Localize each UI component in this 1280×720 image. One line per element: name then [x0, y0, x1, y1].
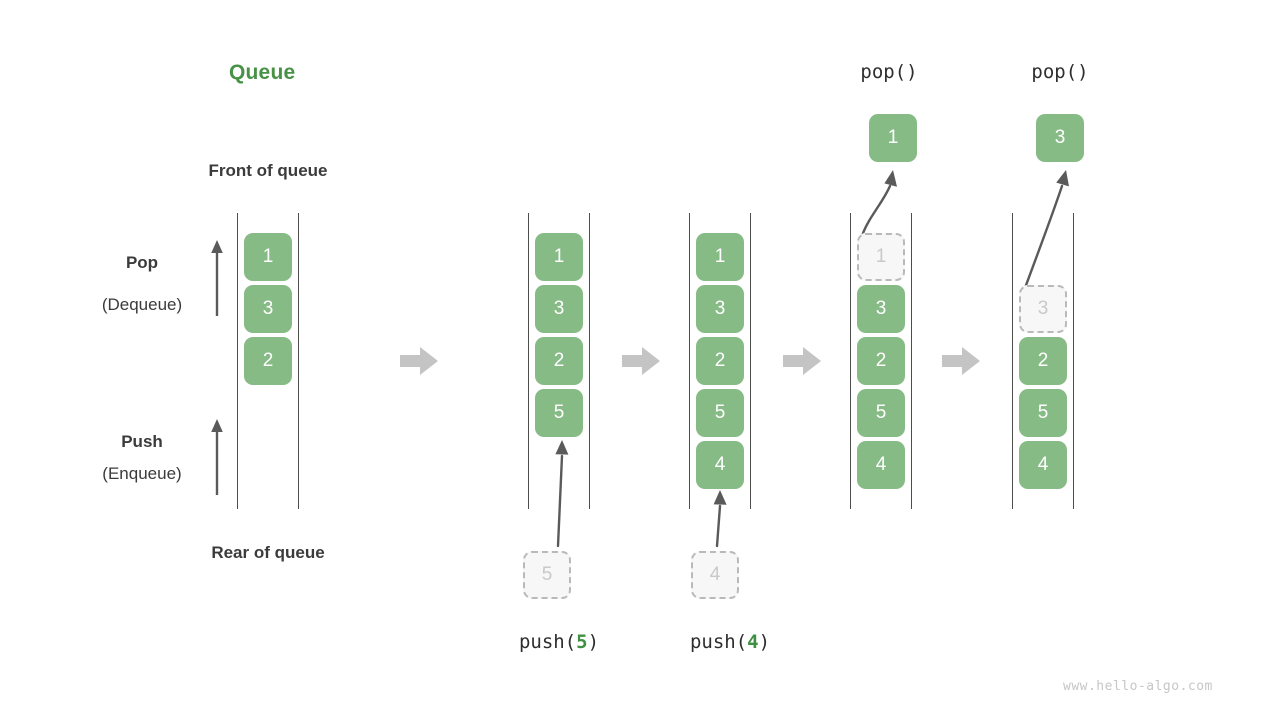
- queue-cell: 3: [857, 285, 905, 333]
- push-label: Push: [121, 432, 163, 451]
- pop-direction-arrow-icon: [211, 240, 223, 316]
- queue-cell: 5: [696, 389, 744, 437]
- queue-cell: 3: [696, 285, 744, 333]
- step-op-label-pop-1: pop(): [860, 61, 918, 83]
- incoming-ghost-cell: 5: [523, 551, 571, 599]
- queue-cell: 3: [244, 285, 292, 333]
- queue-cell: 2: [696, 337, 744, 385]
- queue-cell: 5: [1019, 389, 1067, 437]
- pop-exit-arrow-icon: [860, 170, 897, 238]
- popped-cell: 1: [869, 114, 917, 162]
- queue-rail-right-2: [589, 213, 590, 509]
- queue-cell: 2: [1019, 337, 1067, 385]
- queue-cell: 3: [535, 285, 583, 333]
- queue-rail-left-5: [1012, 213, 1013, 509]
- queue-cell: 1: [696, 233, 744, 281]
- watermark: www.hello-algo.com: [1063, 679, 1213, 694]
- op-arg: 4: [747, 631, 759, 653]
- step-op-label-pop-3: pop(): [1031, 61, 1089, 83]
- popped-ghost-cell: 1: [857, 233, 905, 281]
- op-name: push: [518, 631, 565, 653]
- queue-cell: 1: [244, 233, 292, 281]
- step-op-label-push-5: push(5): [518, 631, 600, 653]
- push-enter-arrow-icon: [555, 440, 569, 548]
- queue-rail-left-2: [528, 213, 529, 509]
- queue-cell: 5: [857, 389, 905, 437]
- queue-rail-left-4: [850, 213, 851, 509]
- queue-rail-right-5: [1073, 213, 1074, 509]
- op-arg: 5: [576, 631, 588, 653]
- op-name: pop: [860, 61, 895, 83]
- queue-rail-left-1: [237, 213, 238, 509]
- transition-arrow-icon: [400, 347, 438, 375]
- page-title: Queue: [229, 61, 296, 84]
- pop-label: Pop: [125, 253, 159, 272]
- op-name: push: [689, 631, 736, 653]
- queue-cell: 5: [535, 389, 583, 437]
- incoming-ghost-cell: 4: [691, 551, 739, 599]
- queue-cell: 1: [535, 233, 583, 281]
- push-direction-arrow-icon: [211, 419, 223, 495]
- queue-cell: 4: [1019, 441, 1067, 489]
- step-op-label-push-4: push(4): [689, 631, 771, 653]
- queue-rail-left-3: [689, 213, 690, 509]
- queue-cell: 2: [244, 337, 292, 385]
- popped-ghost-cell: 3: [1019, 285, 1067, 333]
- transition-arrow-icon: [942, 347, 980, 375]
- push-enter-arrow-icon: [713, 490, 727, 548]
- dequeue-sublabel: (Dequeue): [101, 295, 183, 314]
- front-of-queue-label: Front of queue: [208, 161, 328, 180]
- enqueue-sublabel: (Enqueue): [102, 464, 182, 483]
- queue-rail-right-3: [750, 213, 751, 509]
- op-name: pop: [1031, 61, 1066, 83]
- transition-arrow-icon: [622, 347, 660, 375]
- queue-rail-right-1: [298, 213, 299, 509]
- queue-cell: 2: [857, 337, 905, 385]
- pop-exit-arrow-icon: [1023, 170, 1069, 290]
- rear-of-queue-label: Rear of queue: [211, 543, 325, 562]
- queue-rail-right-4: [911, 213, 912, 509]
- transition-arrow-icon: [783, 347, 821, 375]
- popped-cell: 3: [1036, 114, 1084, 162]
- queue-cell: 4: [857, 441, 905, 489]
- queue-cell: 4: [696, 441, 744, 489]
- queue-cell: 2: [535, 337, 583, 385]
